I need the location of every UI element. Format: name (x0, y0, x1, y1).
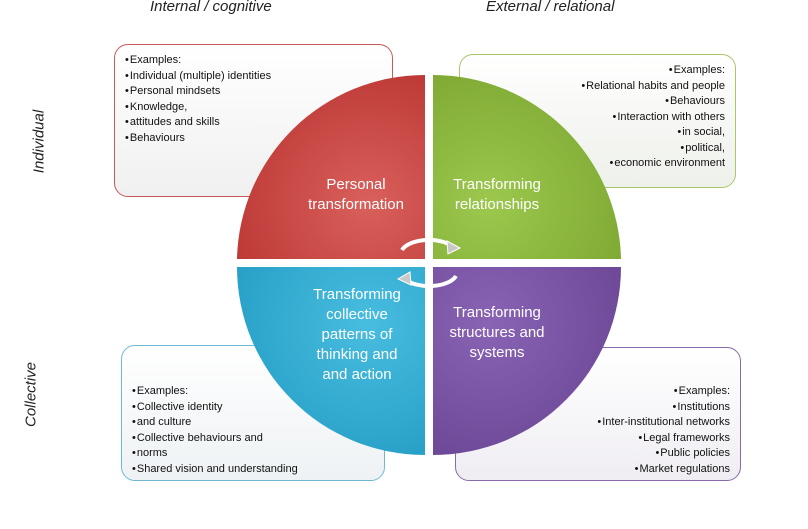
list-item: and culture (132, 415, 374, 431)
list-item: Collective behaviours and (132, 431, 374, 447)
column-label-external: External / relational (486, 0, 615, 15)
quadrant-label-personal: Personal transformation (290, 175, 422, 215)
list-item: Collective identity (132, 400, 374, 416)
list-item: Individual (multiple) identities (125, 69, 382, 85)
quadrant-label-line: structures and (449, 324, 545, 341)
list-item: Behaviours (470, 94, 725, 110)
quadrant-label-line: Transforming (453, 304, 541, 321)
quadrant-label-line: Transforming (453, 176, 541, 193)
quadrant-structures (433, 267, 621, 455)
list-item: Knowledge, (125, 100, 382, 116)
list-item: Shared vision and understanding (132, 462, 374, 478)
list-item: attitudes and skills (125, 115, 382, 131)
quadrant-label-line: Personal (326, 176, 386, 193)
list-item: Market regulations (466, 462, 731, 478)
list-item: political, (470, 141, 725, 157)
quadrant-label-structures: Transforming structures and systems (434, 303, 560, 363)
list-item: Examples: (470, 63, 725, 79)
quadrant-collective (237, 267, 425, 455)
list-item: Personal mindsets (125, 84, 382, 100)
list-item: Public policies (466, 446, 730, 462)
list-item: Examples: (132, 384, 374, 400)
list-item: norms (132, 446, 374, 462)
quadrant-personal (237, 75, 425, 259)
list-item: Relational habits and people (470, 79, 725, 95)
list-item: Examples: (466, 384, 730, 400)
list-item: economic environment (470, 156, 725, 172)
quadrant-label-line: and action (322, 366, 392, 383)
list-item: in social, (470, 125, 725, 141)
list-item: Behaviours (125, 131, 382, 147)
column-label-internal: Internal / cognitive (150, 0, 272, 15)
quadrant-label-line: patterns of (321, 326, 393, 343)
examples-box-collective-internal: Examples: Collective identity and cultur… (121, 345, 385, 481)
list-item: Institutions (466, 400, 730, 416)
list-item: Examples: (125, 53, 382, 69)
quadrant-label-line: relationships (454, 196, 540, 213)
list-item: Interaction with others (470, 110, 725, 126)
quadrant-label-relationships: Transforming relationships (436, 175, 558, 215)
list-item: Inter-institutional networks (466, 415, 730, 431)
quadrant-label-line: systems (469, 344, 525, 361)
quadrant-label-line: collective (326, 306, 388, 323)
quadrant-label-line: thinking and (316, 346, 398, 363)
quadrant-relationships (433, 75, 621, 259)
quadrant-label-collective: Transforming collective patterns of thin… (296, 285, 418, 385)
list-item: Legal frameworks (466, 431, 730, 447)
quadrant-label-line: Transforming (313, 286, 401, 303)
quadrant-label-line: transformation (308, 196, 404, 213)
